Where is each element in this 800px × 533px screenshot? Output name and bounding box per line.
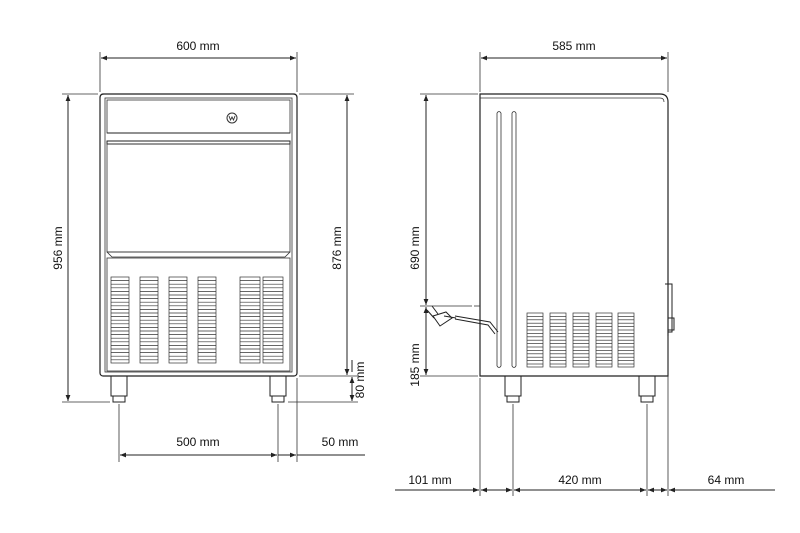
dim-side-depth: 585 mm: [479, 39, 669, 92]
dim-side-bottom: 101 mm 420 mm 64 mm: [395, 336, 775, 496]
side-vents: [526, 312, 635, 368]
side-rear-offset-label: 101 mm: [408, 473, 451, 487]
front-leg-spacing-label: 500 mm: [176, 435, 219, 449]
side-front-offset-label: 64 mm: [708, 473, 745, 487]
front-body-height-label: 876 mm: [330, 226, 344, 269]
side-view: 585 mm 690 mm 185 mm 101 mm 42: [395, 39, 775, 496]
side-leg-spacing-label: 420 mm: [558, 473, 601, 487]
side-lower-height-label: 185 mm: [408, 343, 422, 386]
front-legs: [110, 375, 287, 403]
dim-front-body-height: 876 mm: [299, 93, 358, 377]
front-body: [99, 93, 298, 377]
dim-front-height: 956 mm: [51, 93, 110, 403]
dim-front-width: 600 mm: [99, 39, 298, 92]
dim-side-upper-height: 690 mm: [408, 93, 478, 307]
side-upper-height-label: 690 mm: [408, 226, 422, 269]
front-leg-height-label: 80 mm: [353, 362, 367, 399]
front-vents: [110, 276, 284, 364]
dim-front-leg-spacing: 500 mm 50 mm: [118, 378, 365, 462]
front-leg-offset-label: 50 mm: [322, 435, 359, 449]
side-depth-label: 585 mm: [552, 39, 595, 53]
brand-logo-icon: [226, 112, 238, 124]
front-view: 600 mm 956 mm 876 mm 80 mm: [51, 39, 367, 462]
side-legs: [504, 375, 656, 403]
dim-front-leg-height: 80 mm: [288, 360, 367, 403]
side-body: [474, 93, 675, 377]
dim-side-lower-height: 185 mm: [408, 307, 478, 387]
front-width-label: 600 mm: [176, 39, 219, 53]
front-height-label: 956 mm: [51, 226, 65, 269]
